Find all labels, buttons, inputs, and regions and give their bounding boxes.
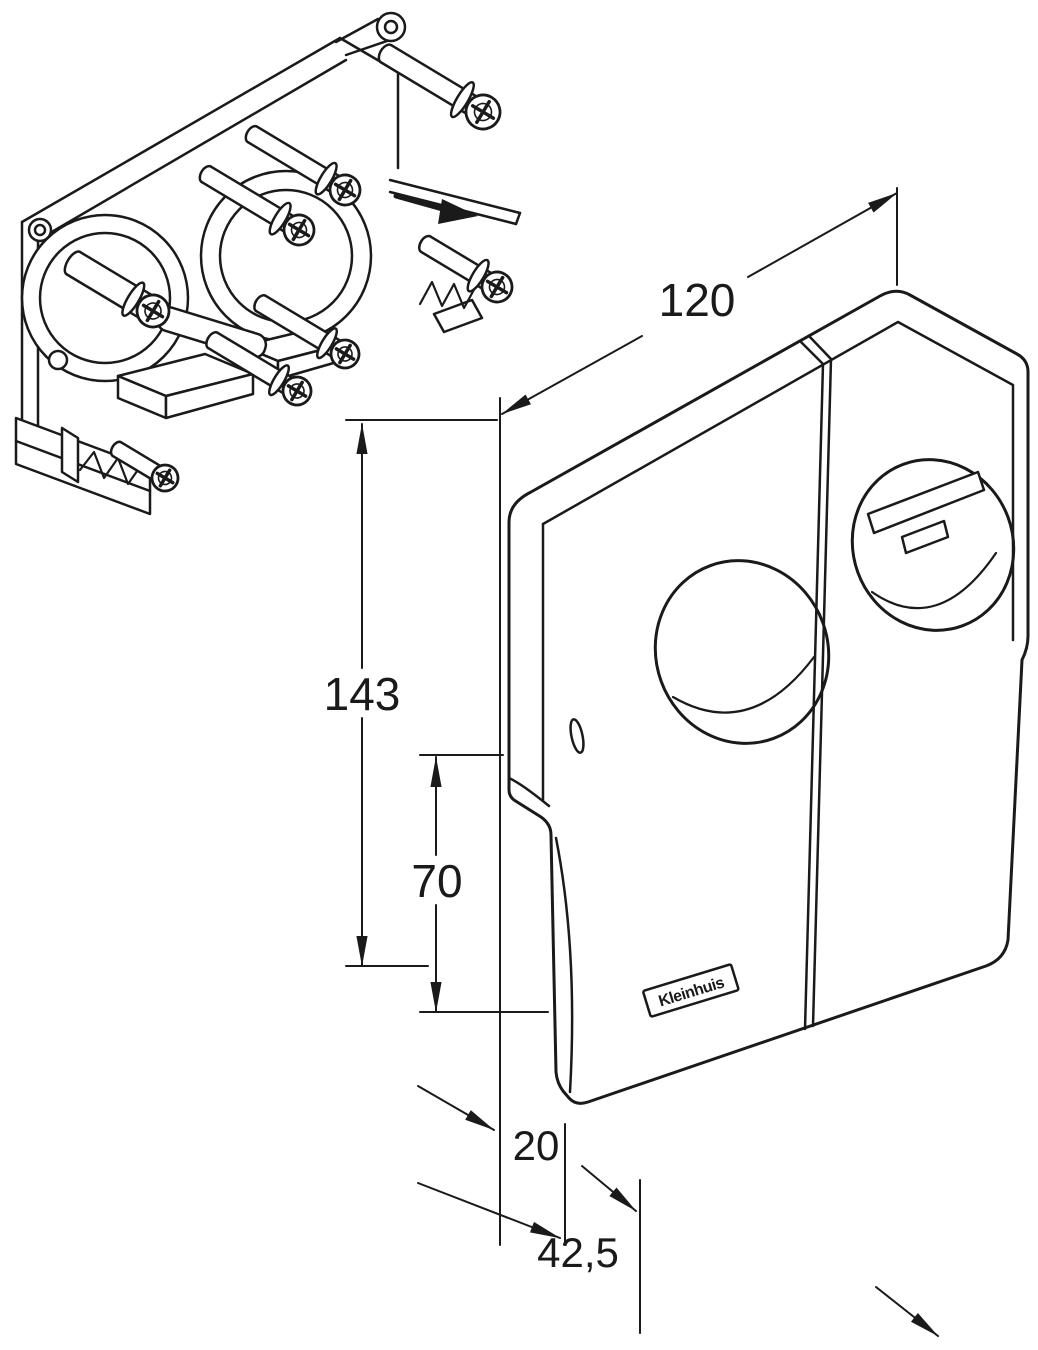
socket-opening-left (653, 559, 831, 745)
spring-clip (78, 450, 144, 486)
housing-outline (507, 289, 1030, 1105)
housing-top-band (541, 320, 1015, 642)
dimension-width-value: 120 (659, 274, 736, 326)
dimension-base-depth-value: 20 (513, 1122, 560, 1169)
screw (63, 250, 171, 329)
dimension-front-height-value: 70 (411, 855, 462, 907)
socket-opening-right (850, 458, 1016, 632)
screw (417, 234, 514, 304)
screw (253, 294, 361, 370)
dimension-front-height-70: 70 (411, 756, 463, 1013)
screw-top (377, 43, 502, 131)
socket-housing-view: Kleinhuis (507, 289, 1030, 1105)
housing-base-corner (554, 836, 574, 1094)
insertion-direction-arrow (393, 193, 478, 224)
module-seam (798, 334, 833, 1031)
dimension-height-143: 143 (324, 423, 401, 967)
front-slot (569, 718, 585, 754)
dimensions: 120 143 70 20 42,5 (324, 187, 939, 1337)
screw-bottom (109, 440, 180, 493)
frame-box-left (116, 352, 255, 420)
dimension-total-depth-42-5: 42,5 (537, 1165, 939, 1337)
bottom-bracket (14, 416, 152, 516)
screw (198, 164, 316, 247)
mounting-frame-view (14, 11, 522, 516)
screw (205, 331, 313, 407)
brand-label: Kleinhuis (642, 963, 740, 1018)
contact-spring (418, 280, 484, 334)
housing-ledge (507, 776, 551, 808)
dimension-width-120: 120 (501, 192, 898, 415)
mounting-ear (334, 11, 407, 57)
dimension-height-value: 143 (324, 668, 401, 720)
dimension-base-depth-20: 20 (417, 1085, 561, 1239)
screw (244, 124, 362, 207)
dimension-total-depth-value: 42,5 (537, 1229, 619, 1276)
